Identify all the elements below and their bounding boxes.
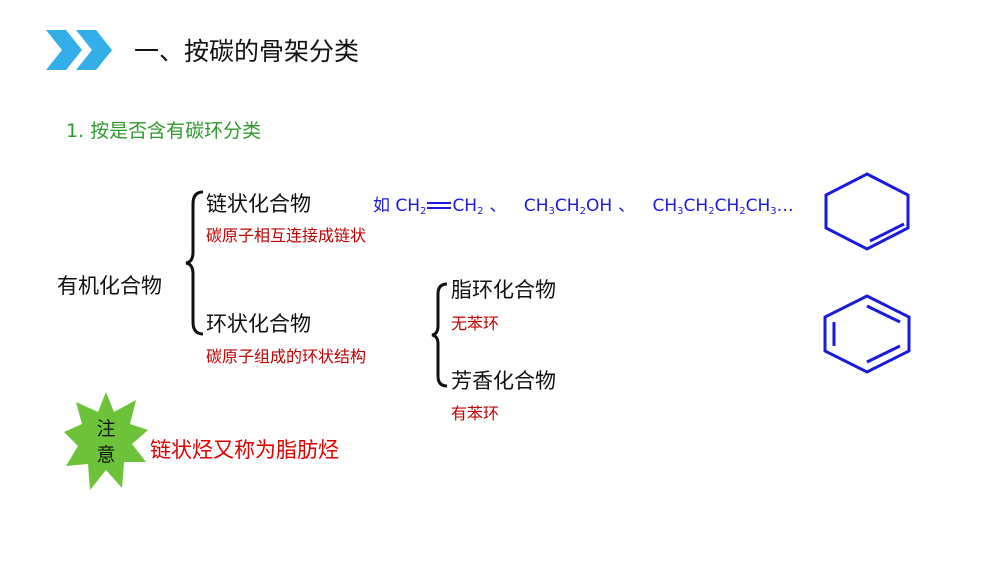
example-prefix: 如	[373, 196, 390, 216]
chain-compound-desc: 碳原子相互连接成链状	[206, 226, 367, 245]
ring-brace	[431, 282, 448, 388]
page-title: 一、按碳的骨架分类	[134, 37, 360, 66]
attention-badge: 注 意	[86, 416, 126, 468]
aromatic-compound-desc: 有苯环	[451, 404, 500, 423]
attention-starburst-icon	[64, 392, 148, 490]
double-bond-icon	[426, 201, 452, 211]
chain-compound-label: 链状化合物	[206, 192, 311, 216]
attention-badge-line1: 注	[96, 418, 116, 440]
section-title: 1. 按是否含有碳环分类	[66, 120, 262, 142]
attention-text: 链状烃又称为脂肪烃	[150, 438, 339, 462]
aromatic-compound-label: 芳香化合物	[451, 369, 556, 393]
alicyclic-compound-label: 脂环化合物	[451, 278, 556, 302]
ring-compound-desc: 碳原子组成的环状结构	[206, 347, 367, 366]
ring-compound-label: 环状化合物	[206, 312, 311, 336]
benzene-structure-icon	[823, 294, 911, 374]
butane-formula: CH3CH2CH2CH3…	[652, 196, 794, 217]
main-brace	[185, 190, 204, 336]
ethanol-formula: CH3CH2OH	[523, 196, 613, 217]
double-chevron-right-icon	[46, 30, 112, 70]
cyclohexene-structure-icon	[824, 172, 910, 251]
alicyclic-compound-desc: 无苯环	[451, 314, 500, 333]
tree-root-label: 有机化合物	[57, 274, 162, 298]
attention-badge-line2: 意	[96, 444, 116, 466]
